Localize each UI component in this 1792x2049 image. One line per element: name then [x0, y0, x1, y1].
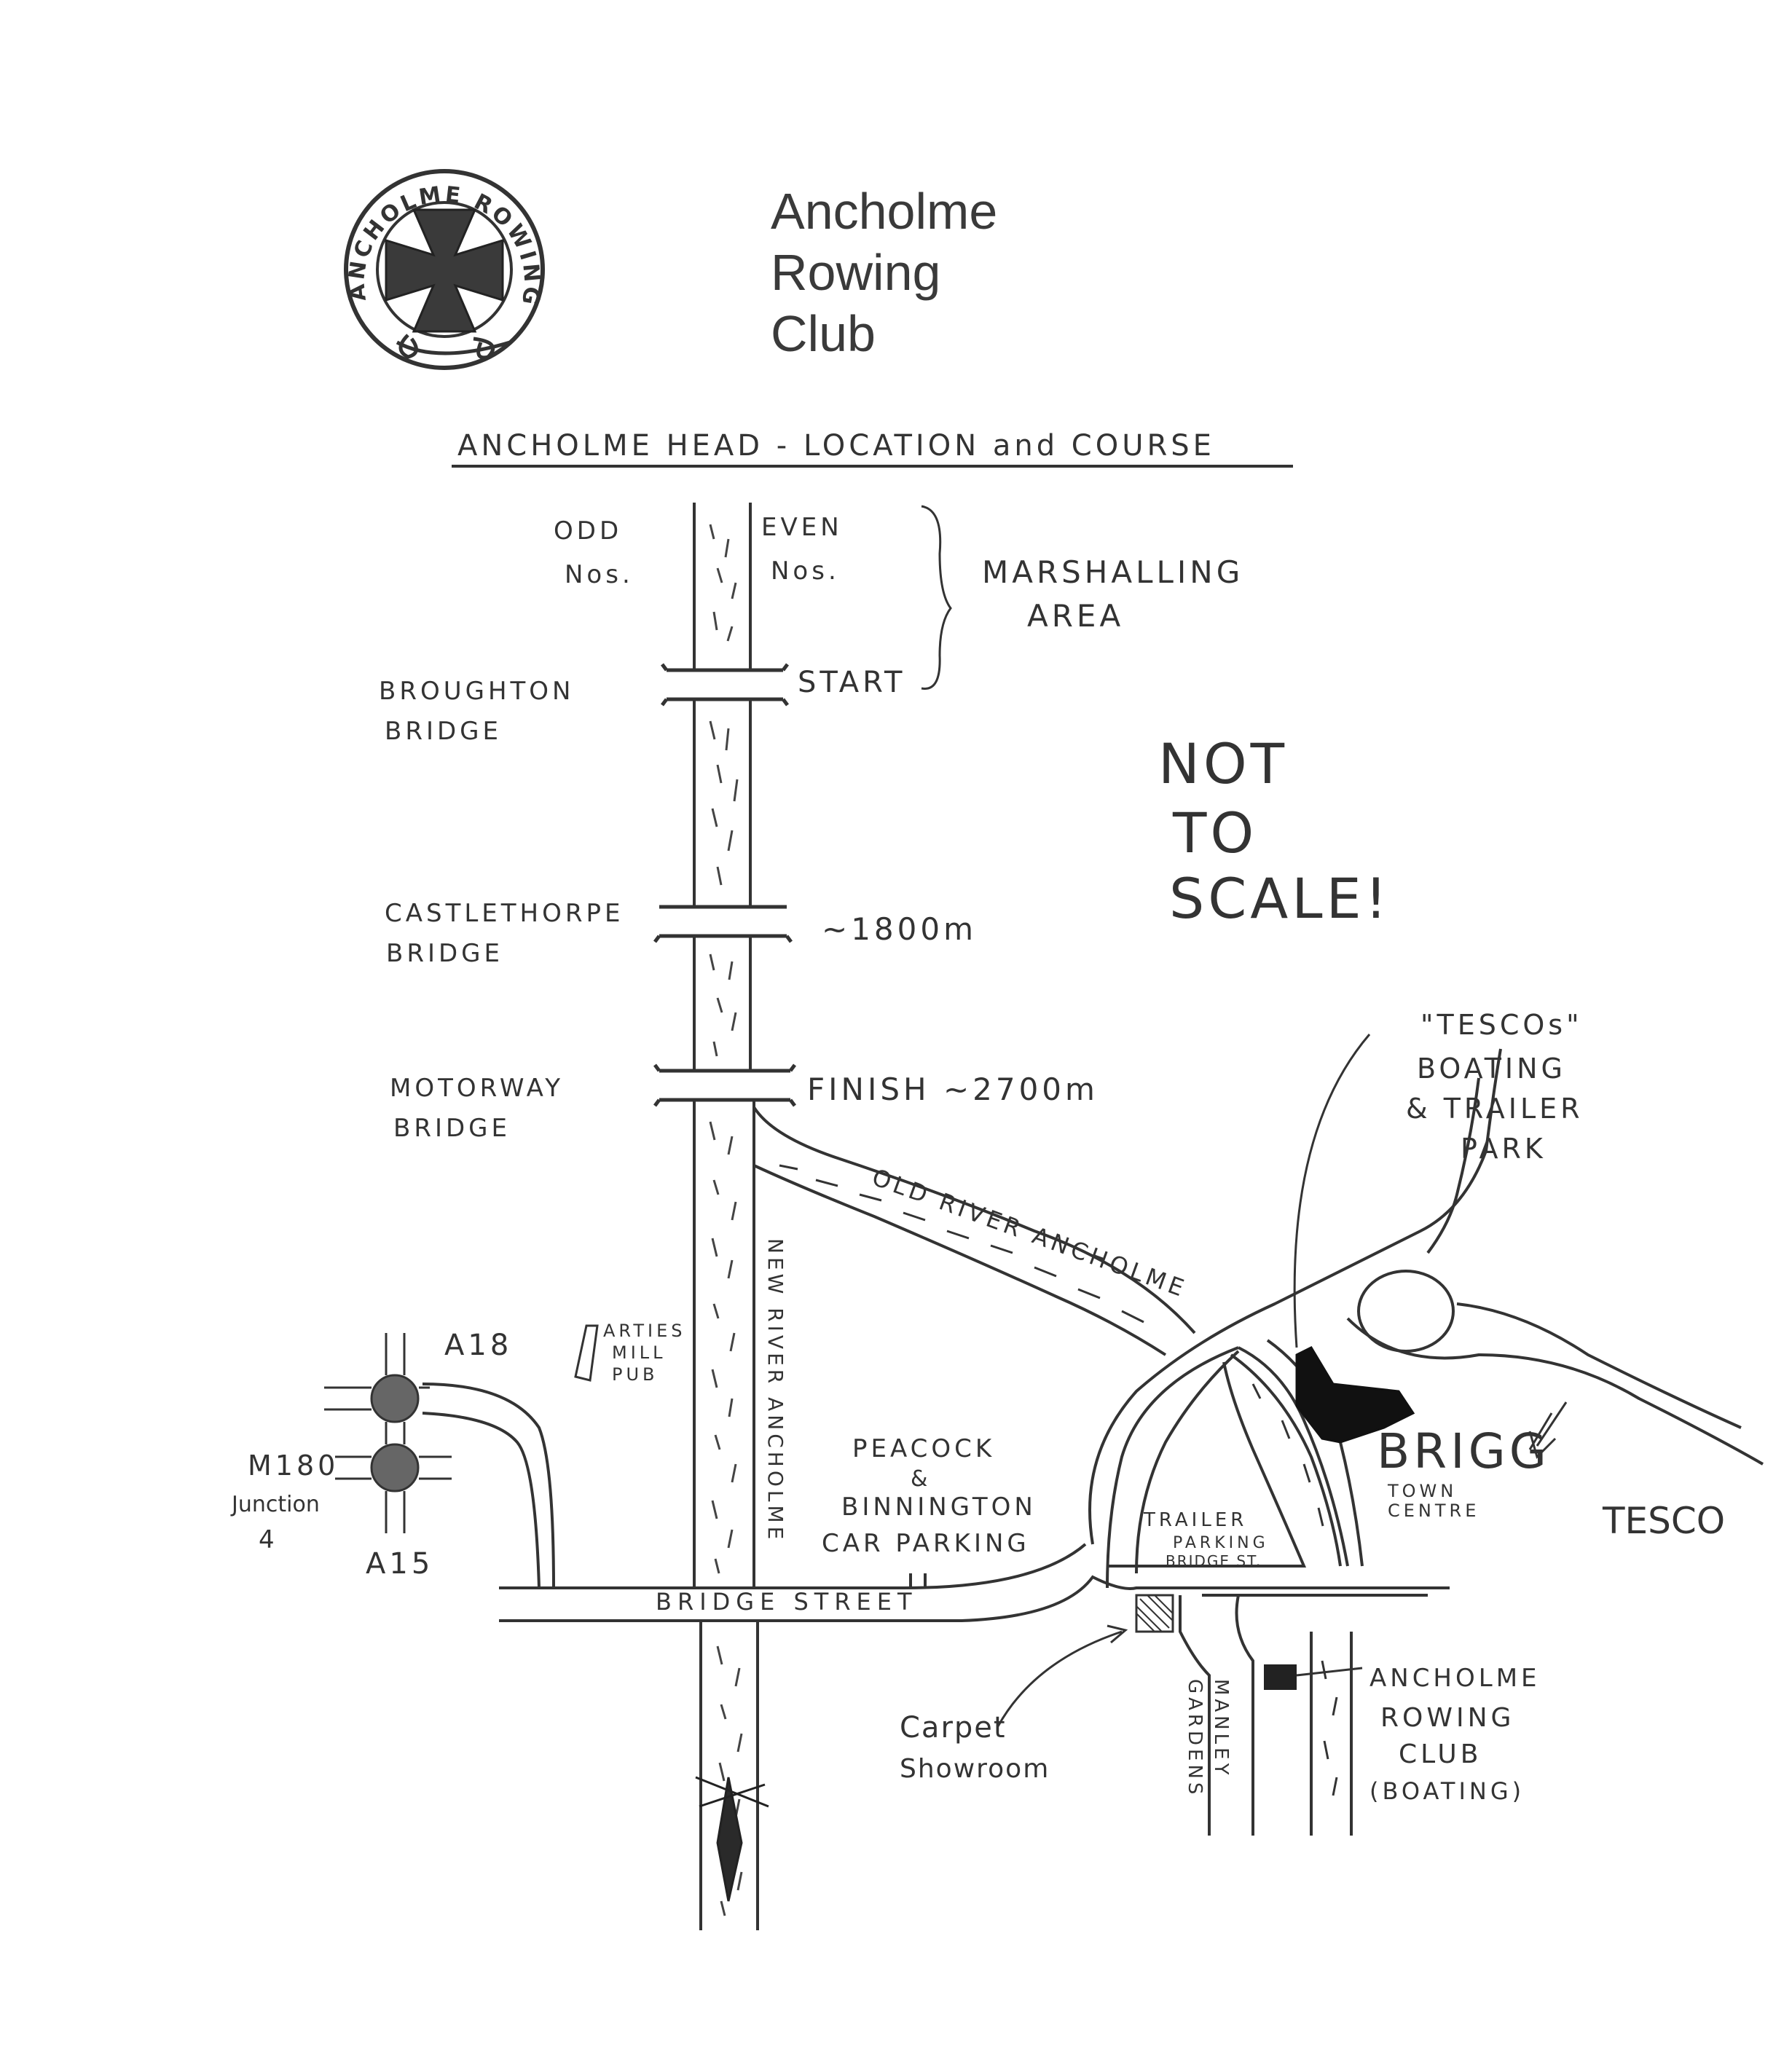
a15-label: A15 — [366, 1547, 433, 1581]
map-title-text: ANCHOLME HEAD - LOCATION and COURSE — [457, 429, 1215, 463]
even-nos-label-2: Nos. — [771, 557, 840, 586]
carpet-label: Carpet — [900, 1711, 1007, 1745]
tescos-park-label-2: BOATING — [1417, 1053, 1566, 1085]
castlethorpe-label: CASTLETHORPE — [385, 899, 624, 928]
bridge-street-label: BRIDGE STREET — [656, 1588, 918, 1616]
motorway-bridge — [653, 1063, 796, 1107]
peacock-label-3: BINNINGTON — [841, 1492, 1037, 1522]
new-river-label: NEW RIVER ANCHOLME — [763, 1238, 787, 1543]
roads — [422, 1048, 1764, 1836]
manley-label: MANLEY — [1210, 1679, 1232, 1778]
a18-label: A18 — [444, 1329, 512, 1362]
brigg-town-road — [1238, 1346, 1349, 1567]
marshalling-brace — [921, 505, 952, 690]
boathouse-marker — [1264, 1664, 1297, 1690]
carpet-label-2: Showroom — [900, 1754, 1050, 1784]
dist-1800-label: ~1800m — [822, 911, 977, 947]
trailer-parking-label: TRAILER — [1143, 1509, 1247, 1531]
broughton-bridge — [661, 663, 789, 707]
arties-label-3: PUB — [612, 1364, 659, 1385]
tescos-pointer — [1293, 1034, 1371, 1348]
pub-icon — [574, 1324, 599, 1382]
ancholme-rc-label-2: ROWING — [1380, 1703, 1514, 1733]
tesco-label: TESCO — [1602, 1500, 1725, 1542]
peacock-label-4: CAR PARKING — [822, 1529, 1030, 1558]
broughton-label-2: BRIDGE — [385, 717, 502, 746]
motorway-label: MOTORWAY — [390, 1074, 564, 1103]
carpet-arrow — [997, 1630, 1123, 1727]
brigg-label: BRIGG — [1377, 1423, 1550, 1479]
map-title: ANCHOLME HEAD - LOCATION and COURSE — [452, 429, 1293, 468]
castlethorpe-bridge — [653, 905, 793, 943]
peacock-label-2: & — [911, 1466, 931, 1492]
river-bridges — [653, 663, 796, 1107]
new-river-channel — [693, 503, 759, 1930]
tesco-boating-park-marker — [1295, 1346, 1415, 1444]
m180-junction-number: 4 — [259, 1525, 278, 1554]
odd-nos-label-2: Nos. — [565, 560, 634, 589]
tescos-park-label-4: PARK — [1461, 1133, 1547, 1165]
club-name-line-3: Club — [771, 305, 876, 362]
manley-label-2: GARDENS — [1184, 1679, 1206, 1798]
rowing-boat-icon — [695, 1776, 769, 1902]
arties-label: ARTIES — [603, 1321, 685, 1341]
even-nos-label: EVEN — [761, 513, 843, 542]
trailer-parking-label-2: PARKING — [1173, 1534, 1269, 1552]
motorway-label-2: BRIDGE — [393, 1114, 511, 1143]
ancholme-rc-label: ANCHOLME — [1369, 1664, 1541, 1693]
not-to-scale-1: NOT — [1158, 731, 1288, 796]
a18-road — [422, 1383, 555, 1589]
ancholme-rc-label-4: (BOATING) — [1369, 1777, 1525, 1805]
old-river-label: OLD RIVER ANCHOLME — [868, 1163, 1191, 1303]
maltese-cross-icon — [385, 208, 504, 333]
tescos-park-label: "TESCOs" — [1420, 1009, 1583, 1041]
castlethorpe-label-2: BRIDGE — [386, 939, 503, 968]
club-name-line-2: Rowing — [771, 244, 941, 301]
m180-junction-label: Junction — [230, 1492, 320, 1517]
club-name: Ancholme Rowing Club — [771, 181, 997, 364]
town-centre-label: TOWN — [1387, 1481, 1457, 1501]
bridge-street-road — [499, 1543, 1087, 1589]
manley-gardens-road — [1179, 1595, 1211, 1836]
ancholme-rc-label-3: CLUB — [1399, 1739, 1482, 1769]
roundabout — [1357, 1270, 1455, 1353]
odd-nos-label: ODD — [554, 516, 622, 546]
trailer-parking-road — [1107, 1361, 1307, 1568]
not-to-scale-3: SCALE! — [1169, 866, 1391, 931]
broughton-label: BROUGHTON — [379, 677, 574, 706]
marshalling-label-2: AREA — [1027, 598, 1124, 634]
trailer-parking-label-3: BRIDGE ST. — [1166, 1552, 1262, 1570]
brigg-main-road — [1088, 1048, 1502, 1545]
old-river-channel — [752, 1106, 1196, 1356]
water-texture — [709, 524, 743, 1916]
arties-label-2: MILL — [612, 1342, 667, 1363]
tescos-park-label-3: & TRAILER — [1406, 1093, 1584, 1125]
m180-label: M180 — [248, 1450, 339, 1482]
town-centre-arrow — [1528, 1401, 1568, 1459]
marshalling-label: MARSHALLING — [982, 554, 1243, 590]
not-to-scale-2: TO — [1172, 801, 1257, 865]
town-centre-label-2: CENTRE — [1388, 1501, 1479, 1521]
start-label: START — [798, 666, 905, 699]
finish-label: FINISH ~2700m — [807, 1071, 1099, 1107]
peacock-label: PEACOCK — [852, 1434, 995, 1463]
club-logo: ANCHOLME ROWING CLUB — [0, 0, 545, 370]
junction-roundabouts — [324, 1333, 452, 1533]
club-name-line-1: Ancholme — [771, 183, 998, 240]
